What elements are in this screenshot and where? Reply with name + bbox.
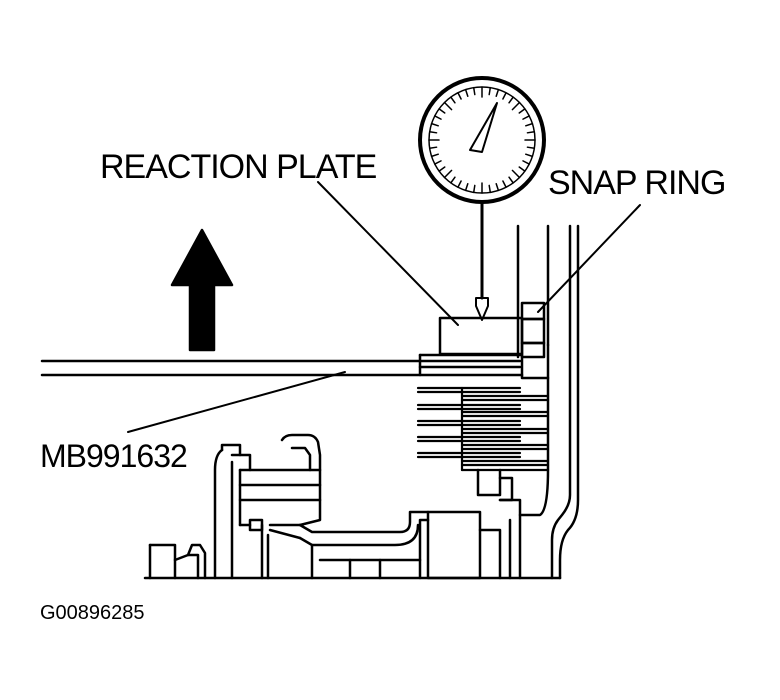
dial-tick — [457, 180, 462, 188]
dial-tick — [464, 88, 469, 98]
dial-tick — [495, 182, 500, 192]
tool-leader — [127, 371, 346, 433]
dial-tick — [450, 176, 456, 184]
dial-tick — [488, 86, 492, 96]
dial-tick — [508, 96, 514, 104]
dial-tick — [472, 184, 476, 194]
dial-tick — [472, 86, 476, 96]
lower-mechanism — [143, 433, 562, 580]
dial-tick — [457, 92, 462, 100]
dial-tick — [430, 122, 440, 127]
dial-tick — [522, 115, 530, 120]
dial-tick — [526, 130, 536, 134]
snap-ring-label: SNAP RING — [548, 164, 726, 202]
clutch-housing — [516, 224, 580, 580]
dial-tick — [438, 108, 446, 114]
dial-tick — [524, 122, 534, 127]
dial-tick — [443, 101, 453, 111]
snap-ring-leader — [537, 204, 641, 313]
dial-tick — [511, 169, 521, 179]
dial-indicator-icon — [418, 76, 546, 321]
dial-tick — [518, 108, 526, 114]
dial-tick — [443, 169, 453, 179]
dial-tick — [518, 166, 526, 172]
dial-tick — [508, 176, 514, 184]
dial-tick — [526, 146, 536, 150]
dial-tick — [502, 180, 507, 188]
dial-tick — [428, 130, 438, 134]
dial-tick — [511, 101, 521, 111]
dial-tick — [464, 182, 469, 192]
dial-tick — [524, 153, 534, 158]
dial-tick — [428, 146, 438, 150]
dial-tick — [495, 88, 500, 98]
dial-tick — [450, 96, 456, 104]
dial-tick — [430, 153, 440, 158]
dial-tick — [502, 92, 507, 100]
up-arrow-icon — [170, 228, 234, 352]
figure-id-label: G00896285 — [40, 602, 145, 624]
clutch-plates — [416, 386, 550, 472]
dial-tick — [434, 160, 442, 165]
tool-label: MB991632 — [40, 438, 188, 474]
dial-tick — [522, 160, 530, 165]
reaction-plate-label: REACTION PLATE — [100, 148, 377, 186]
dial-tick — [434, 115, 442, 120]
dial-tick — [488, 184, 492, 194]
reaction-plate-leader — [317, 181, 459, 326]
dial-tick — [438, 166, 446, 172]
tool-bar — [40, 353, 524, 377]
reaction-plate-part — [438, 301, 546, 359]
